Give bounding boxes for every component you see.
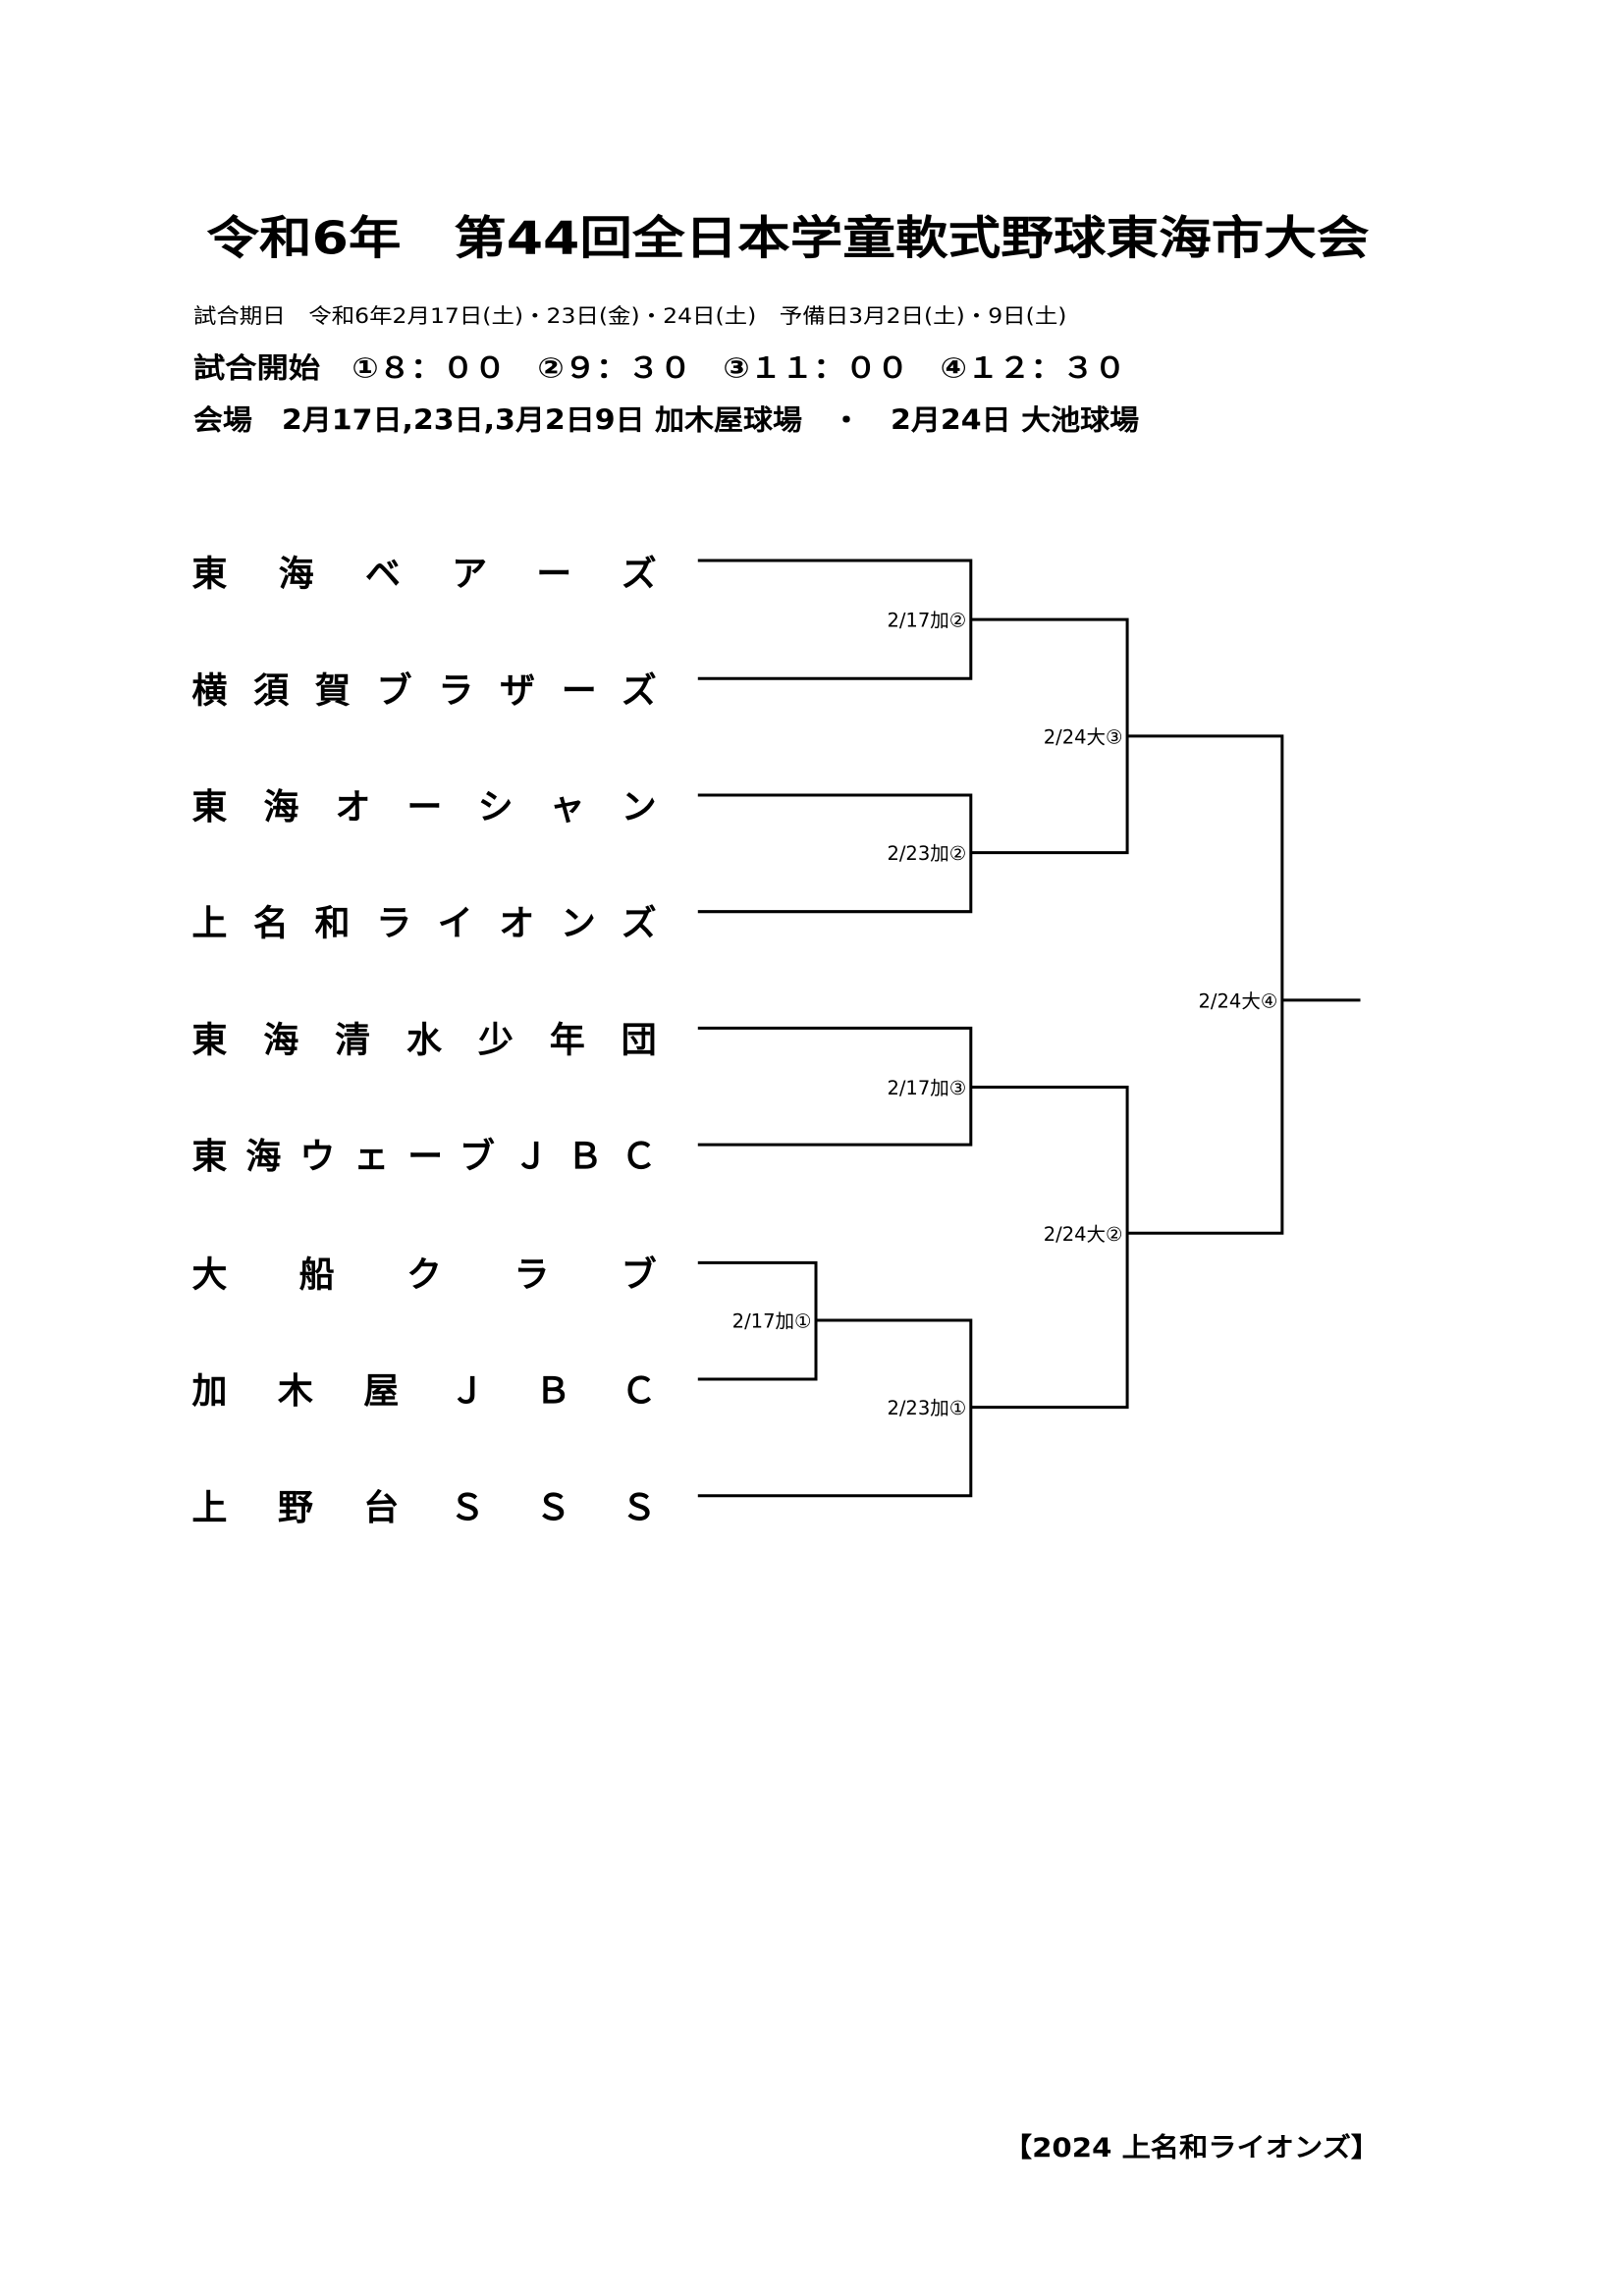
footer-credit: 【2024 上名和ライオンズ】	[1003, 2132, 1380, 2163]
match-label: 2/17加②	[887, 610, 966, 632]
bracket-lines	[697, 559, 1361, 1498]
match-label: 2/23加①	[887, 1397, 966, 1419]
team-name: 東海ベアーズ	[191, 554, 656, 595]
team-name: 東海オーシャン	[191, 786, 656, 828]
match-labels: 2/17加② 2/23加② 2/17加③ 2/17加① 2/23加① 2/24大…	[732, 610, 1278, 1419]
team-name: 上野台ＳＳＳ	[191, 1487, 656, 1528]
schedule-text: 試合期日 令和6年2月17日(土)・23日(金)・24日(土) 予備日3月2日(…	[193, 303, 1067, 328]
team-name: 東海清水少年団	[191, 1019, 656, 1060]
page-title: 令和6年 第44回全日本学童軟式野球東海市大会	[206, 211, 1370, 264]
bracket-semi-bottom	[970, 1086, 1129, 1410]
team-name: 加木屋ＪＢＣ	[191, 1370, 656, 1412]
team-list: 東海ベアーズ 横須賀ブラザーズ 東海オーシャン 上名和ライオンズ 東海清水少年団…	[191, 554, 656, 1528]
match-label: 2/24大③	[1044, 725, 1123, 748]
start-times-text: 試合開始 ①８：００ ②９：３０ ③１１：００ ④１２：３０	[193, 351, 1126, 385]
team-name: 東海ウェーブＪＢＣ	[191, 1136, 656, 1177]
match-label: 2/17加①	[732, 1309, 812, 1332]
match-label: 2/24大④	[1199, 989, 1278, 1012]
venue-text: 会場 2月17日,23日,3月2日9日 加木屋球場 ・ 2月24日 大池球場	[193, 402, 1139, 436]
team-name: 横須賀ブラザーズ	[191, 669, 656, 711]
bracket-final	[1127, 734, 1284, 1235]
match-label: 2/23加②	[887, 842, 966, 865]
match-label: 2/24大②	[1044, 1223, 1123, 1246]
team-name: 大船クラブ	[191, 1254, 656, 1295]
match-label: 2/17加③	[887, 1077, 966, 1099]
team-name: 上名和ライオンズ	[191, 903, 656, 944]
